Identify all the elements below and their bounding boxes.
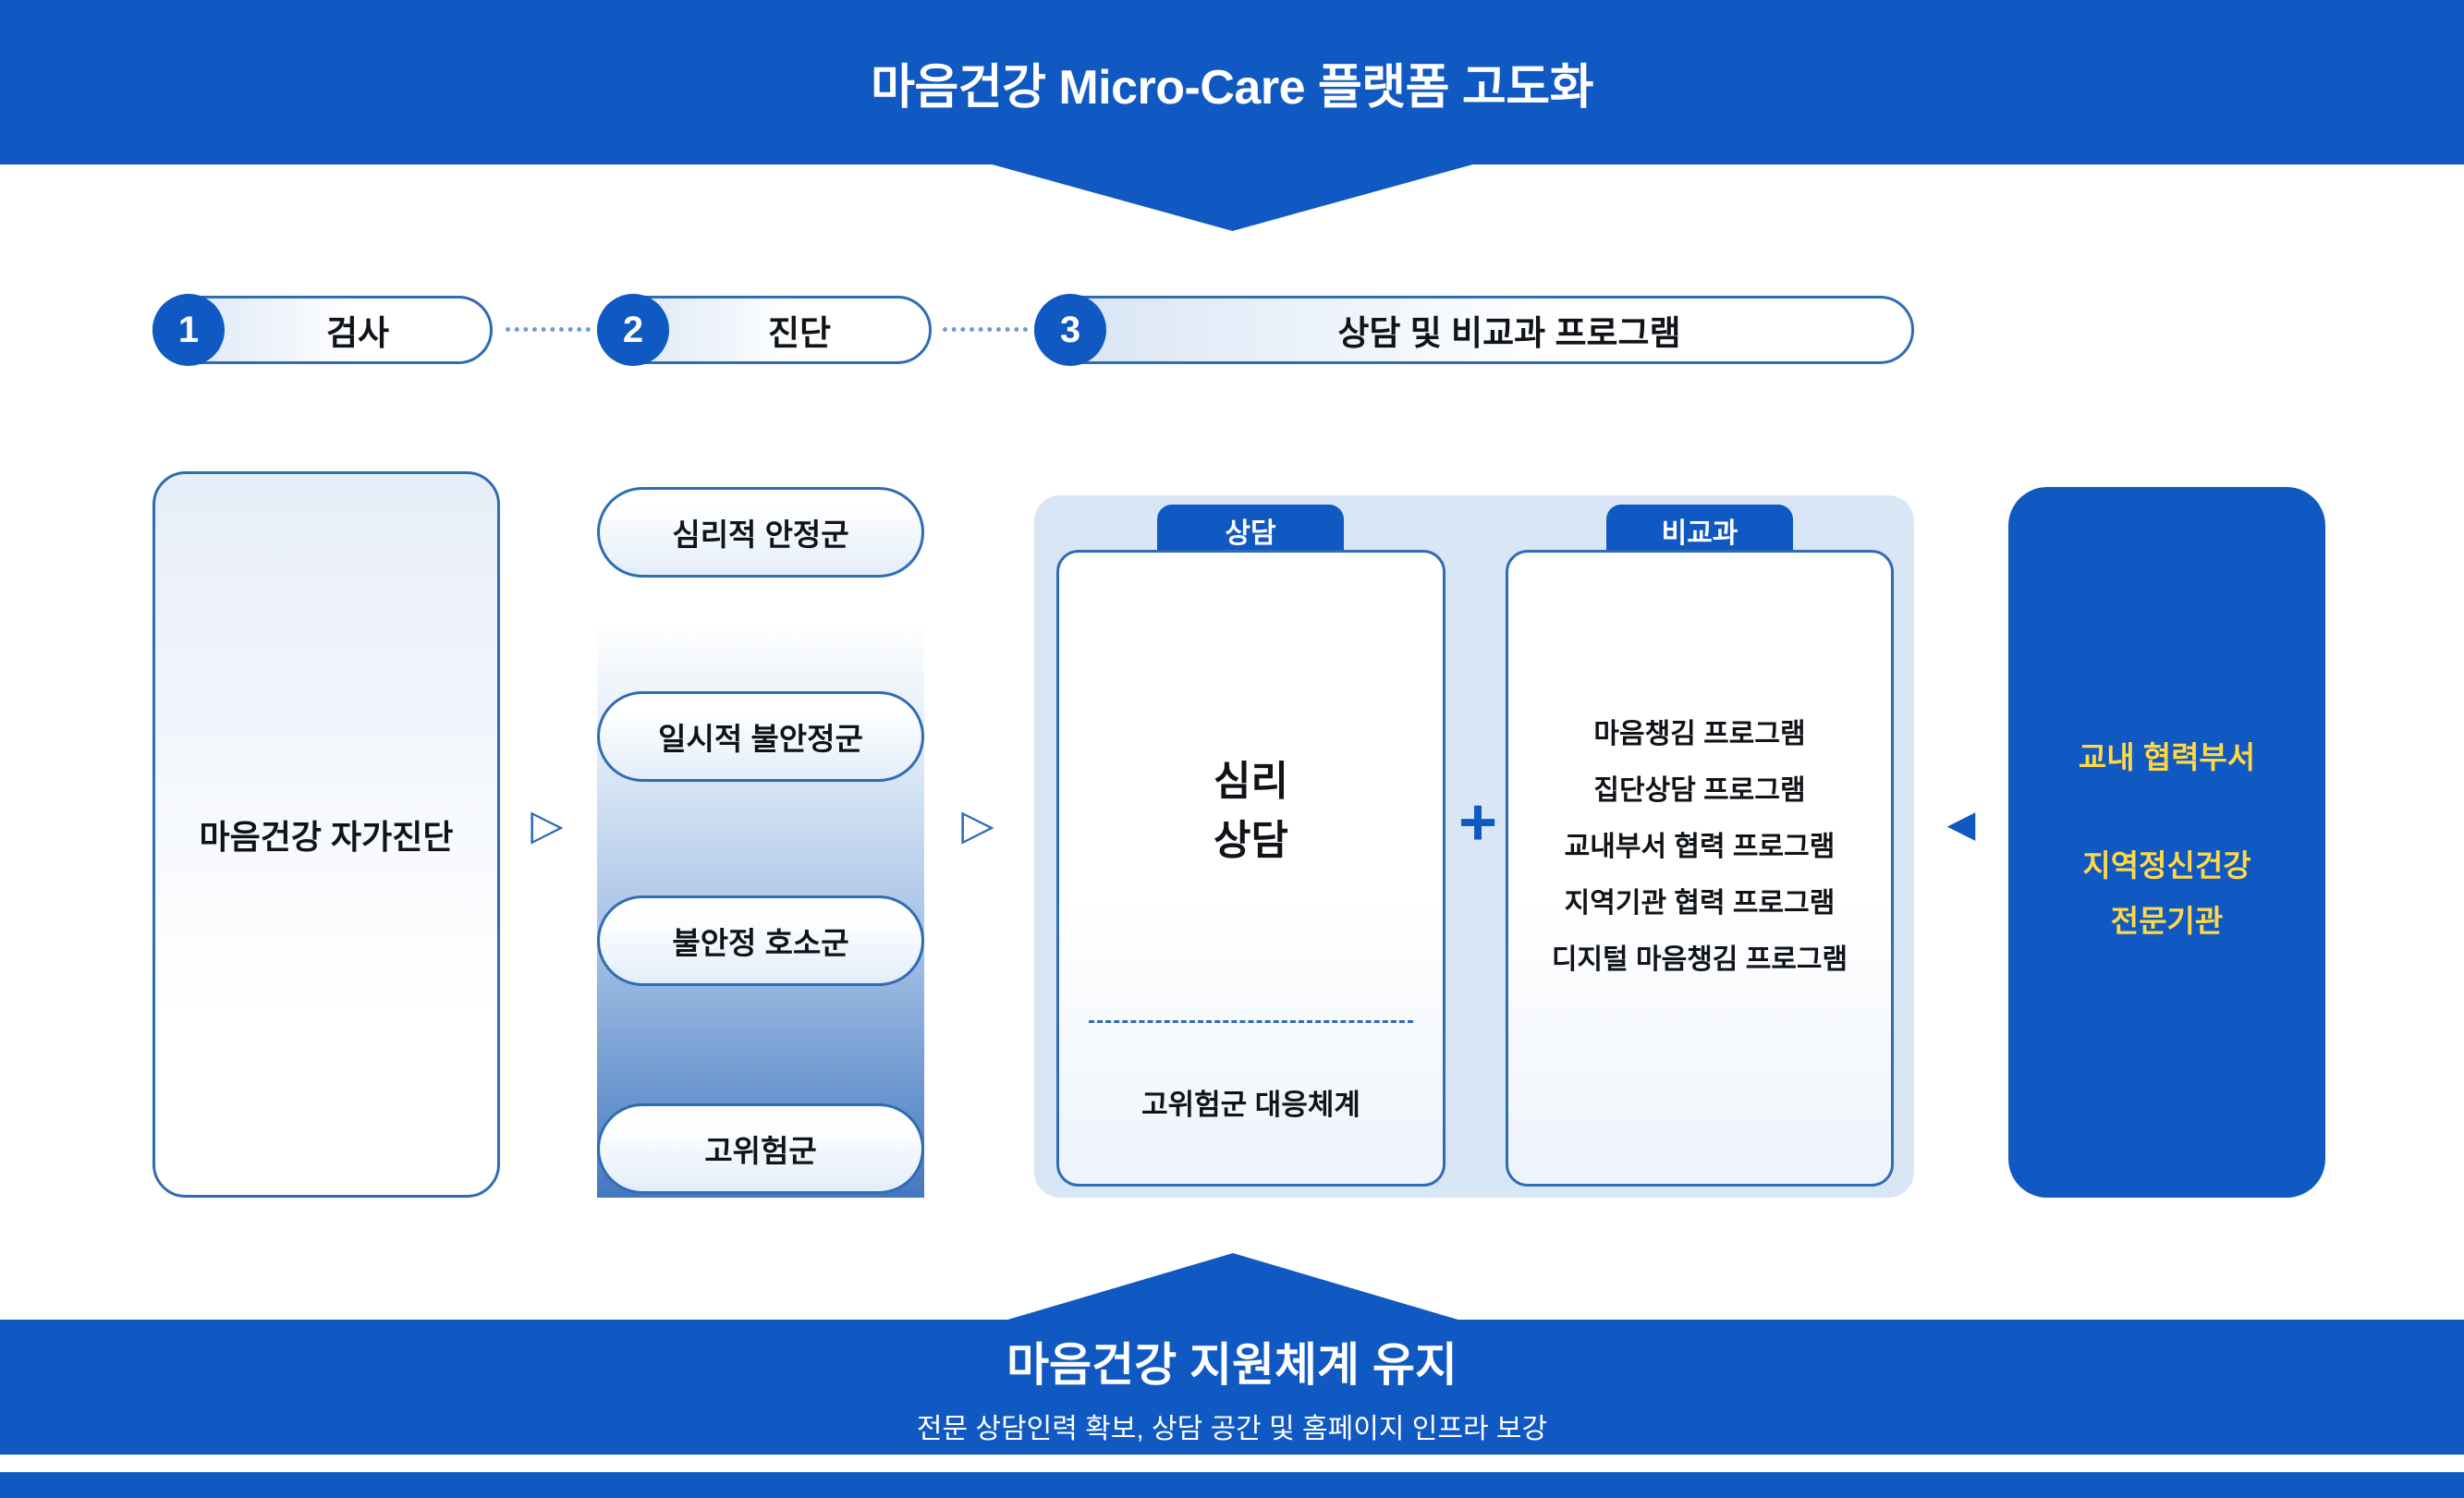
flow-down-arrow bbox=[989, 164, 1476, 231]
tab-counseling: 상담 bbox=[1157, 505, 1344, 556]
step-pill-1: 1 검사 bbox=[152, 294, 493, 366]
bottom-strip bbox=[0, 1472, 2464, 1498]
step-number-3-badge: 3 bbox=[1034, 294, 1106, 366]
partner-line-2: 지역정신건강 bbox=[2082, 848, 2251, 883]
tab-extracurricular-label: 비교과 bbox=[1661, 518, 1738, 549]
plus-icon: + bbox=[1458, 786, 1498, 859]
program-item-2: 집단상담 프로그램 bbox=[1593, 775, 1806, 806]
group-pill-high-risk: 고위험군 bbox=[597, 1103, 924, 1194]
group-pill-stable: 심리적 안정군 bbox=[597, 487, 924, 578]
program-item-3: 교내부서 협력 프로그램 bbox=[1564, 832, 1836, 862]
counseling-main-text: 심리 상담 bbox=[1059, 752, 1443, 871]
partner-line-1: 교내 협력부서 bbox=[2078, 740, 2256, 774]
tab-extracurricular: 비교과 bbox=[1606, 505, 1793, 556]
group-label-unstable: 불안정 호소군 bbox=[672, 926, 849, 960]
top-banner: 마음건강 Micro-Care 플랫폼 고도화 bbox=[0, 0, 2464, 164]
step-number-2-badge: 2 bbox=[597, 294, 669, 366]
step-label-1: 검사 bbox=[325, 314, 390, 352]
step-pill-3: 3 상담 및 비교과 프로그램 bbox=[1034, 294, 1914, 366]
tab-counseling-label: 상담 bbox=[1225, 518, 1276, 549]
program-item-4: 지역기관 협력 프로그램 bbox=[1564, 888, 1836, 919]
footer-subtitle: 전문 상담인력 확보, 상담 공간 및 홈페이지 인프라 보강 bbox=[916, 1414, 1548, 1444]
group-label-stable: 심리적 안정군 bbox=[672, 518, 849, 552]
extracurricular-box: 마음챙김 프로그램 집단상담 프로그램 교내부서 협력 프로그램 지역기관 협력… bbox=[1506, 550, 1894, 1187]
step-number-1-badge: 1 bbox=[152, 294, 225, 366]
group-label-high-risk: 고위험군 bbox=[704, 1134, 817, 1168]
step-connector-1 bbox=[506, 327, 591, 332]
self-check-box: 마음건강 자가진단 bbox=[152, 471, 500, 1198]
arrow-right-icon-1: ▷ bbox=[531, 800, 564, 848]
arrow-left-icon: ◀ bbox=[1946, 804, 1976, 845]
page-title: 마음건강 Micro-Care 플랫폼 고도화 bbox=[871, 60, 1593, 115]
group-pill-temporary: 일시적 불안정군 bbox=[597, 691, 924, 782]
counseling-main-line-1: 심리 bbox=[1214, 759, 1288, 804]
counseling-box: 심리 상담 고위험군 대응체계 bbox=[1056, 550, 1445, 1187]
step-label-3: 상담 및 비교과 프로그램 bbox=[1337, 314, 1681, 352]
counseling-main-line-2: 상담 bbox=[1214, 818, 1288, 863]
program-item-1: 마음챙김 프로그램 bbox=[1593, 719, 1806, 749]
high-risk-response-label: 고위험군 대응체계 bbox=[1141, 1089, 1360, 1121]
partner-line-3: 전문기관 bbox=[2110, 904, 2224, 938]
group-label-temporary: 일시적 불안정군 bbox=[658, 722, 863, 756]
arrow-right-icon-2: ▷ bbox=[961, 800, 994, 848]
partners-box: 교내 협력부서 지역정신건강 전문기관 bbox=[2008, 487, 2325, 1198]
step-connector-2 bbox=[943, 327, 1028, 332]
footer-title: 마음건강 지원체계 유지 bbox=[1006, 1339, 1458, 1391]
program-list: 마음챙김 프로그램 집단상담 프로그램 교내부서 협력 프로그램 지역기관 협력… bbox=[1508, 706, 1891, 988]
step-label-2: 진단 bbox=[767, 314, 832, 352]
group-pill-unstable: 불안정 호소군 bbox=[597, 895, 924, 986]
program-item-5: 디지털 마음챙김 프로그램 bbox=[1551, 944, 1848, 975]
counseling-dashed-divider bbox=[1089, 1020, 1413, 1023]
bottom-banner: 마음건강 지원체계 유지 전문 상담인력 확보, 상담 공간 및 홈페이지 인프… bbox=[0, 1320, 2464, 1455]
flow-up-arrow bbox=[1005, 1253, 1461, 1321]
step-pill-2: 2 진단 bbox=[597, 294, 932, 366]
self-check-label: 마음건강 자가진단 bbox=[199, 818, 454, 856]
